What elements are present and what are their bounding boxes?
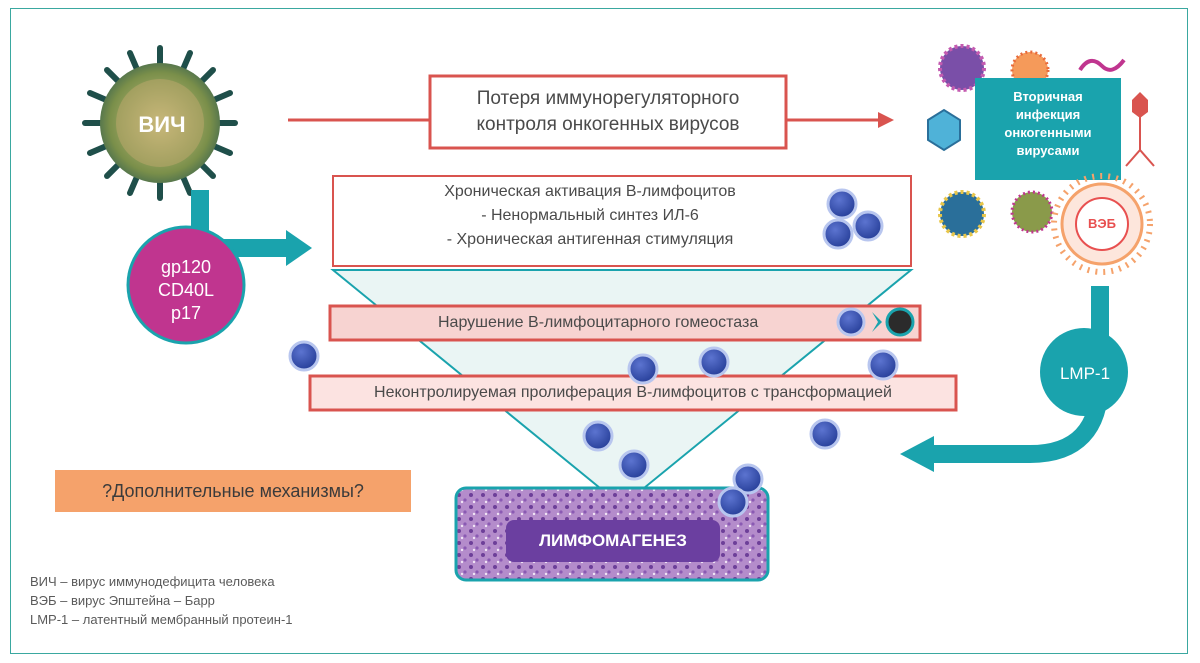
proliferation-box	[308, 374, 958, 412]
legend-item-lmp: LMP-1 – латентный мембранный протеин-1	[30, 612, 293, 627]
loss-control-box	[428, 74, 788, 150]
veb-label: ВЭБ	[1088, 216, 1116, 231]
legend-item-veb: ВЭБ – вирус Эпштейна – Барр	[30, 593, 215, 608]
secondary-line-4: вирусами	[1016, 143, 1080, 158]
diagram-frame	[10, 8, 1188, 654]
chronic-activation-text: Хроническая активация В-лимфоцитов - Нен…	[340, 180, 840, 252]
gp-proteins-label: gp120 CD40L p17	[130, 256, 242, 325]
legend-item-hiv: ВИЧ – вирус иммунодефицита человека	[30, 574, 275, 589]
loss-control-line-1: Потеря иммунорегуляторного	[476, 88, 740, 109]
secondary-line-1: Вторичная	[1013, 89, 1083, 104]
chronic-item-antigen: - Хроническая антигенная стимуляция	[446, 231, 734, 248]
proliferation-text: Неконтролируемая пролиферация В-лимфоцит…	[374, 384, 892, 401]
secondary-infection-box	[975, 78, 1121, 180]
gp120-label: gp120	[160, 257, 212, 277]
hiv-virus-icon	[82, 45, 238, 201]
secondary-line-2: инфекция	[1015, 107, 1081, 122]
lmp-circle	[1040, 328, 1128, 416]
cd40l-label: CD40L	[157, 280, 215, 300]
hiv-label: ВИЧ	[138, 112, 186, 137]
b-cells-group	[288, 188, 915, 518]
lymphomagenesis-label-box	[506, 520, 720, 562]
chronic-activation-box	[332, 175, 912, 267]
p17-label: p17	[170, 303, 202, 323]
chronic-item-il6: - Ненормальный синтез ИЛ-6	[481, 207, 699, 224]
secondary-viruses-icon	[927, 44, 1155, 238]
arrow-hiv-to-loss	[288, 112, 894, 128]
veb-virus-icon	[1051, 173, 1153, 275]
disorder-text: Нарушение В-лимфоцитарного гомеостаза	[438, 314, 759, 331]
additional-mechanisms-box: ?Дополнительные механизмы?	[55, 470, 411, 512]
loss-control-text: Потеря иммунорегуляторного контроля онко…	[430, 76, 786, 148]
lmp-label: LMP-1	[1059, 364, 1111, 383]
gp-proteins-circle	[126, 225, 246, 345]
secondary-line-3: онкогенными	[1004, 125, 1092, 140]
legend: ВИЧ – вирус иммунодефицита человека ВЭБ …	[30, 572, 293, 629]
secondary-infection-label: Вторичная инфекция онкогенными вирусами	[975, 88, 1121, 160]
lymphomagenesis-label: ЛИМФОМАГЕНЕЗ	[539, 531, 687, 550]
disorder-box	[328, 304, 922, 342]
loss-control-line-2: контроля онкогенных вирусов	[476, 114, 740, 135]
chronic-title: Хроническая активация В-лимфоцитов	[444, 183, 736, 200]
